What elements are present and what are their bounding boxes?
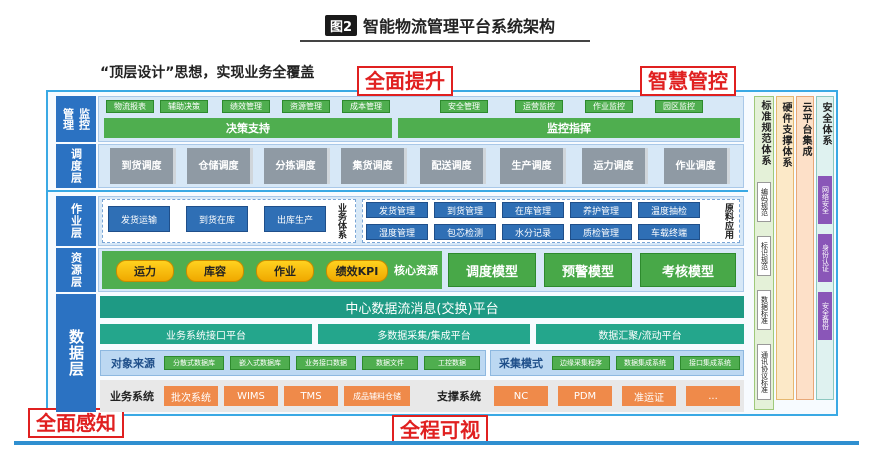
- col-standards-label: 标准规范体系: [759, 100, 770, 166]
- resource-capacity: 运力: [116, 260, 174, 282]
- std-protocol: 通讯协议标准: [757, 344, 771, 400]
- ops-arrive-mgmt: 到货管理: [434, 202, 496, 218]
- std-coding: 编码规范: [757, 182, 771, 222]
- collect-edge: 边缘采集程序: [552, 356, 610, 370]
- ops-right-label: 原料应用: [723, 203, 733, 239]
- ops-ship-mgmt: 发货管理: [366, 202, 428, 218]
- biz-finished-storage: 成品辅料仓储: [344, 386, 410, 406]
- collect-integration: 数据集成系统: [616, 356, 674, 370]
- ops-arrival-stock: 到货在库: [186, 206, 248, 232]
- ops-left-label: 业务体系: [336, 203, 346, 239]
- support-permit: 准运证: [622, 386, 676, 406]
- biz-wims: WIMS: [224, 386, 278, 406]
- platform-aggregate: 数据汇聚/流动平台: [536, 324, 744, 344]
- biz-tms: TMS: [284, 386, 338, 406]
- platform-interface: 业务系统接口平台: [100, 324, 312, 344]
- tab-performance[interactable]: 绩效管理: [222, 100, 270, 113]
- tab-decision-aid[interactable]: 辅助决策: [160, 100, 208, 113]
- title-text: 智能物流管理平台系统架构: [363, 17, 556, 36]
- source-embedded-db: 嵌入式数据库: [230, 356, 290, 370]
- diagram-title: 图2 智能物流管理平台系统架构: [270, 12, 610, 38]
- source-distributed-db: 分散式数据库: [164, 356, 224, 370]
- ops-humidity: 湿度管理: [366, 224, 428, 240]
- source-api-data: 业务接口数据: [296, 356, 356, 370]
- tab-resource[interactable]: 资源管理: [282, 100, 330, 113]
- biz-batch: 批次系统: [164, 386, 218, 406]
- layer-label-ops: 作业层: [56, 196, 96, 246]
- col-hardware-label: 硬件支撑体系: [780, 102, 791, 168]
- figure-label: 图2: [324, 14, 358, 36]
- layer-label-mgmt: 管理监控: [56, 96, 96, 142]
- title-underline: [300, 40, 590, 42]
- callout-overall-improve: 全面提升: [357, 66, 453, 96]
- tab-park-monitor[interactable]: 园区监控: [655, 100, 703, 113]
- dispatch-storage: 仓储调度: [187, 148, 253, 184]
- biz-systems-label: 业务系统: [110, 390, 154, 403]
- dispatch-sorting: 分拣调度: [264, 148, 330, 184]
- source-data-file: 数据文件: [362, 356, 418, 370]
- ops-qc: 质检管理: [570, 224, 632, 240]
- central-exchange-bar: 中心数据流消息(交换)平台: [100, 296, 744, 318]
- callout-full-perception: 全面感知: [28, 408, 124, 438]
- dispatch-production: 生产调度: [500, 148, 566, 184]
- layer-label-dispatch: 调度层: [56, 144, 96, 188]
- model-warning: 预警模型: [544, 253, 632, 287]
- callout-smart-control: 智慧管控: [640, 66, 736, 96]
- ops-moisture: 水分记录: [502, 224, 564, 240]
- support-more: ...: [686, 386, 740, 406]
- resource-kpi: 绩效KPI: [326, 260, 388, 282]
- model-dispatch: 调度模型: [448, 253, 536, 287]
- sec-network: 网络安全: [818, 176, 832, 224]
- layer-label-resource: 资源层: [56, 248, 96, 292]
- source-industrial: 工控数据: [424, 356, 480, 370]
- dispatch-collection: 集货调度: [341, 148, 407, 184]
- support-pdm: PDM: [558, 386, 612, 406]
- tab-logistics-report[interactable]: 物流报表: [106, 100, 154, 113]
- dispatch-work: 作业调度: [664, 148, 730, 184]
- ops-outbound-prod: 出库生产: [264, 206, 326, 232]
- collect-label: 采集模式: [499, 357, 543, 370]
- decision-support-bar: 决策支持: [104, 118, 392, 138]
- resource-work: 作业: [256, 260, 314, 282]
- model-assessment: 考核模型: [640, 253, 736, 287]
- sec-backup: 安全备份: [818, 292, 832, 340]
- support-systems-label: 支撑系统: [437, 390, 481, 403]
- tab-work-monitor[interactable]: 作业监控: [585, 100, 633, 113]
- dispatch-delivery: 配送调度: [420, 148, 486, 184]
- ops-maintain-mgmt: 养护管理: [570, 202, 632, 218]
- dispatch-capacity: 运力调度: [582, 148, 648, 184]
- monitor-command-bar: 监控指挥: [398, 118, 740, 138]
- collect-api: 接口集成系统: [680, 356, 740, 370]
- tab-safety[interactable]: 安全管理: [440, 100, 488, 113]
- resource-core-label: 核心资源: [394, 263, 438, 277]
- support-nc: NC: [494, 386, 548, 406]
- col-cloud: [796, 96, 814, 400]
- col-cloud-label: 云平台集成: [800, 102, 811, 157]
- tab-ops-monitor[interactable]: 运营监控: [515, 100, 563, 113]
- ops-shipping: 发货运输: [108, 206, 170, 232]
- layer-label-data: 数据层: [56, 294, 96, 412]
- col-hardware: [776, 96, 794, 400]
- source-label: 对象来源: [111, 357, 155, 370]
- std-data: 数据标准: [757, 290, 771, 330]
- platform-collect: 多数据采集/集成平台: [318, 324, 530, 344]
- col-security-label: 安全体系: [820, 102, 831, 146]
- dispatch-arrival: 到货调度: [110, 148, 176, 184]
- section-divider: [48, 190, 748, 192]
- subtitle: “顶层设计”思想，实现业务全覆盖: [100, 65, 315, 81]
- tab-cost[interactable]: 成本管理: [342, 100, 390, 113]
- ops-stock-mgmt: 在库管理: [502, 202, 564, 218]
- std-identity: 标识规范: [757, 236, 771, 276]
- callout-full-visibility: 全程可视: [392, 415, 488, 445]
- ops-temp-check: 温度抽检: [638, 202, 700, 218]
- bottom-accent-line: [14, 441, 859, 445]
- ops-core-check: 包芯检测: [434, 224, 496, 240]
- resource-storage: 库容: [186, 260, 244, 282]
- ops-vehicle-terminal: 车载终端: [638, 224, 700, 240]
- sec-identity: 身份认证: [818, 234, 832, 282]
